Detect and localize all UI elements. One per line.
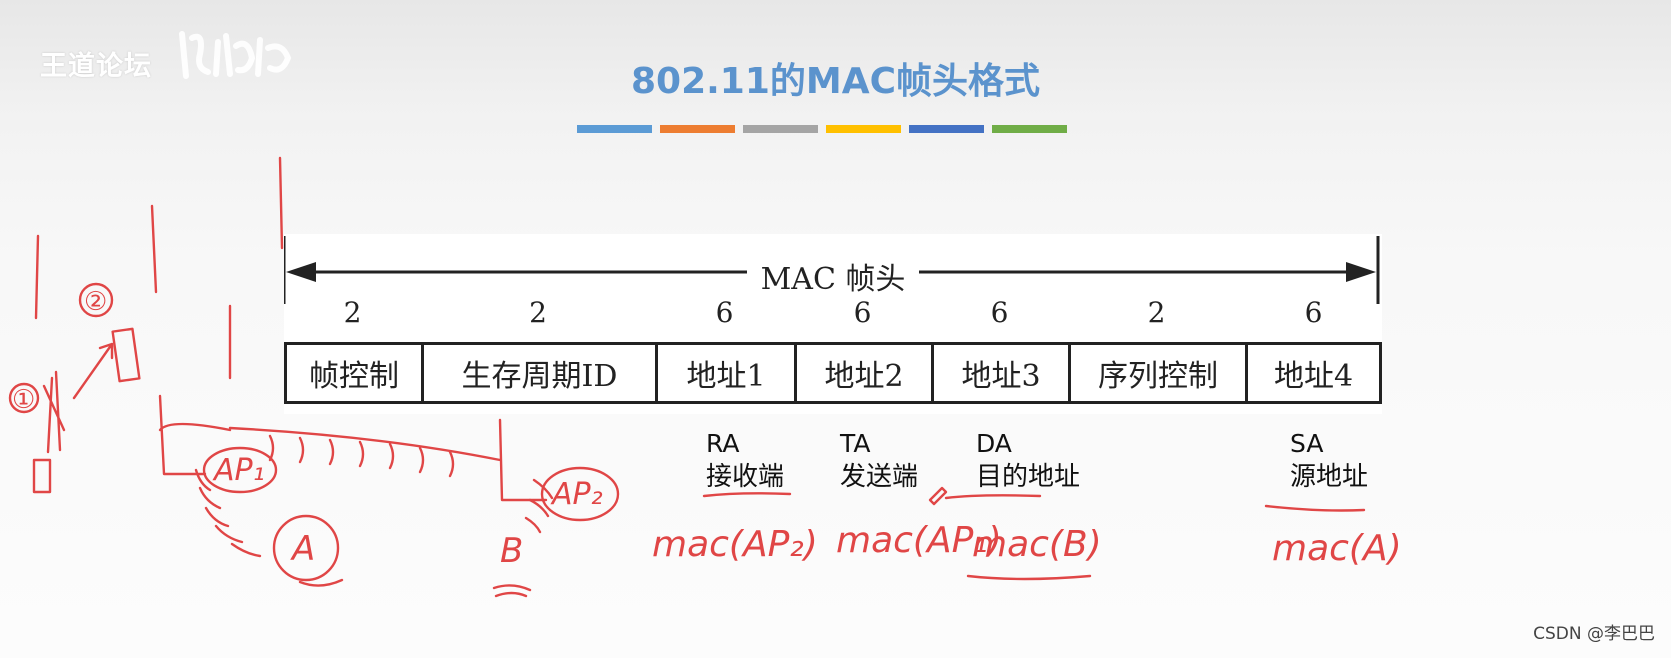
step-2-marker: ② xyxy=(84,287,107,317)
ap2-label: AP₂ xyxy=(550,477,603,512)
title-bar-5 xyxy=(909,125,984,133)
annotation-abbr: DA xyxy=(976,429,1012,458)
title-bar-2 xyxy=(660,125,735,133)
annotation-abbr: RA xyxy=(706,429,740,458)
title-bar-1 xyxy=(577,125,652,133)
field-size: 6 xyxy=(853,296,872,329)
field-size: 6 xyxy=(715,296,734,329)
field-cell: 地址2 xyxy=(794,342,931,404)
annotation-meaning: 目的地址 xyxy=(976,462,1081,492)
title-bar-4 xyxy=(826,125,901,133)
annotation-meaning: 接收端 xyxy=(706,462,785,492)
field-cell: 序列控制 xyxy=(1068,342,1245,404)
field-size: 6 xyxy=(1304,296,1323,329)
forum-logo-text: 王道论坛 xyxy=(40,51,152,82)
mac-header-label: MAC 帧头 xyxy=(284,254,1382,298)
annotation-meaning: 源地址 xyxy=(1290,462,1369,492)
title-bar-6 xyxy=(992,125,1067,133)
field-size: 2 xyxy=(1147,296,1166,329)
mac-header-diagram: MAC 帧头 2 2 6 6 6 2 6 帧控制 生存周期ID 地址1 地址2 … xyxy=(284,234,1382,414)
field-cell: 地址4 xyxy=(1245,342,1382,404)
field-size: 6 xyxy=(990,296,1009,329)
annotation-abbr: TA xyxy=(840,429,871,458)
field-size-row: 2 2 6 6 6 2 6 xyxy=(284,296,1382,330)
annotation-ta: TA 发送端 xyxy=(840,428,918,494)
sa-handwritten-value: mac(A) xyxy=(1272,528,1402,569)
field-size: 2 xyxy=(529,296,547,329)
ra-handwritten-value: mac(AP₂) xyxy=(652,524,818,565)
step-1-marker: ① xyxy=(12,385,35,415)
annotation-abbr: SA xyxy=(1290,429,1324,458)
host-b-label: B xyxy=(500,531,523,571)
ta-handwritten-value: mac(AP₁) xyxy=(836,520,1002,561)
da-handwritten-value: mac(B) xyxy=(972,524,1102,565)
field-cell: 地址3 xyxy=(931,342,1068,404)
field-size: 2 xyxy=(343,296,362,329)
title-bar-3 xyxy=(743,125,818,133)
field-cell: 地址1 xyxy=(655,342,794,404)
csdn-watermark: CSDN @李巴巴 xyxy=(1533,624,1655,644)
annotation-sa: SA 源地址 xyxy=(1290,428,1368,494)
logo-graphic xyxy=(179,31,292,79)
annotation-da: DA 目的地址 xyxy=(976,428,1080,494)
annotation-ra: RA 接收端 xyxy=(706,428,784,494)
field-cell: 生存周期ID xyxy=(421,342,655,404)
annotation-meaning: 发送端 xyxy=(840,462,919,492)
slide-title: 802.11的MAC帧头格式 xyxy=(630,61,1041,102)
field-cell: 帧控制 xyxy=(284,342,421,404)
ap1-label: AP₁ xyxy=(212,453,265,488)
host-a-label: A xyxy=(290,529,315,569)
